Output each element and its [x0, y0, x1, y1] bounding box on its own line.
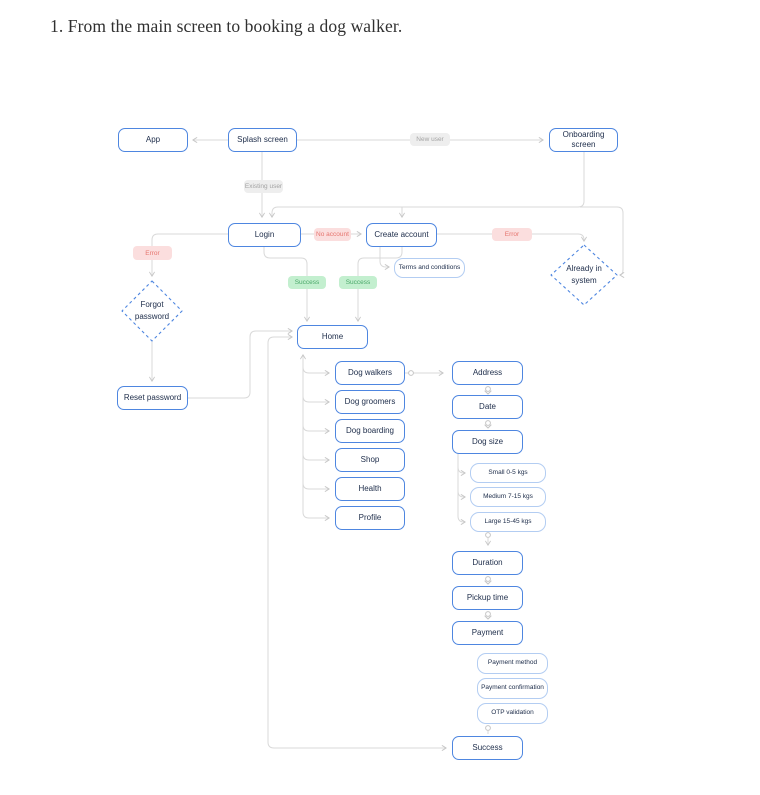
flow-edge: [302, 366, 330, 376]
flow-connector-dot: [485, 420, 491, 426]
flow-node-payment-confirmation: Payment confirmation: [477, 678, 548, 699]
flow-node-login: Login: [228, 223, 301, 247]
flow-label-success-login: Success: [288, 276, 326, 289]
flow-node-already-in-system-label: Already in system: [566, 264, 602, 285]
flow-edge: [149, 233, 228, 277]
flow-node-address: Address: [452, 361, 523, 385]
flow-connector-chevron: [484, 424, 492, 429]
flow-edge: [379, 247, 390, 270]
flow-label-error-left: Error: [133, 246, 172, 260]
flow-label-error-top: Error: [492, 228, 532, 241]
flow-node-success-screen: Success: [452, 736, 523, 760]
flow-node-duration: Duration: [452, 551, 523, 575]
flow-connector-dot: [485, 725, 491, 731]
flow-edge: [302, 511, 330, 521]
flow-node-onboarding-screen: Onboarding screen: [549, 128, 618, 152]
flow-node-create-account: Create account: [366, 223, 437, 247]
flow-connector-chevron: [484, 615, 492, 620]
flow-connector-dot: [485, 576, 491, 582]
flow-node-otp-validation: OTP validation: [477, 703, 548, 724]
flow-label-success-create: Success: [339, 276, 377, 289]
flow-node-size-medium: Medium 7-15 kgs: [470, 487, 546, 507]
flow-edge: [269, 152, 585, 218]
flow-edge: [457, 466, 466, 476]
flow-edge: [457, 490, 466, 500]
flow-connector-dot: [485, 532, 491, 538]
flow-node-profile: Profile: [335, 506, 405, 530]
flow-edge: [355, 247, 403, 322]
flow-node-reset-password: Reset password: [117, 386, 188, 410]
flow-node-size-large: Large 15-45 kgs: [470, 512, 546, 532]
flow-edge: [302, 395, 330, 405]
flow-node-forgot-password-shape: [121, 280, 183, 342]
page-title: 1. From the main screen to booking a dog…: [50, 16, 403, 36]
flow-edge: [302, 482, 330, 492]
flow-connector-dot: [485, 386, 491, 392]
flow-connector-dot: [408, 370, 414, 376]
flow-node-health: Health: [335, 477, 405, 501]
flow-node-splash-screen: Splash screen: [228, 128, 297, 152]
flow-edge: [263, 247, 310, 322]
flow-node-payment: Payment: [452, 621, 523, 645]
flow-node-date: Date: [452, 395, 523, 419]
flow-connector-chevron: [484, 580, 492, 585]
flow-node-forgot-password-label: Forgot password: [134, 300, 170, 321]
flow-edge: [437, 233, 587, 242]
flow-node-dog-boarding: Dog boarding: [335, 419, 405, 443]
flow-node-dog-groomers: Dog groomers: [335, 390, 405, 414]
flow-label-new-user: New user: [410, 133, 450, 146]
flow-node-pickup-time: Pickup time: [452, 586, 523, 610]
flow-label-no-account: No account: [314, 228, 351, 241]
flow-connector-chevron: [484, 390, 492, 395]
flow-label-existing-user: Existing user: [244, 180, 283, 193]
flow-node-dog-walkers: Dog walkers: [335, 361, 405, 385]
flow-node-payment-method: Payment method: [477, 653, 548, 674]
flow-node-dog-size: Dog size: [452, 430, 523, 454]
flow-edge: [302, 424, 330, 434]
flow-node-shop: Shop: [335, 448, 405, 472]
flow-edge: [457, 515, 466, 525]
flow-node-terms-conditions: Terms and conditions: [394, 258, 465, 278]
flow-node-already-in-system-shape: [550, 244, 618, 306]
flow-edge: [188, 328, 293, 399]
flow-edge: [580, 206, 625, 278]
flow-edge: [302, 453, 330, 463]
flow-node-app: App: [118, 128, 188, 152]
flow-node-home: Home: [297, 325, 368, 349]
flow-node-size-small: Small 0-5 kgs: [470, 463, 546, 483]
flow-connector-dot: [485, 611, 491, 617]
flow-edge: [267, 334, 447, 751]
